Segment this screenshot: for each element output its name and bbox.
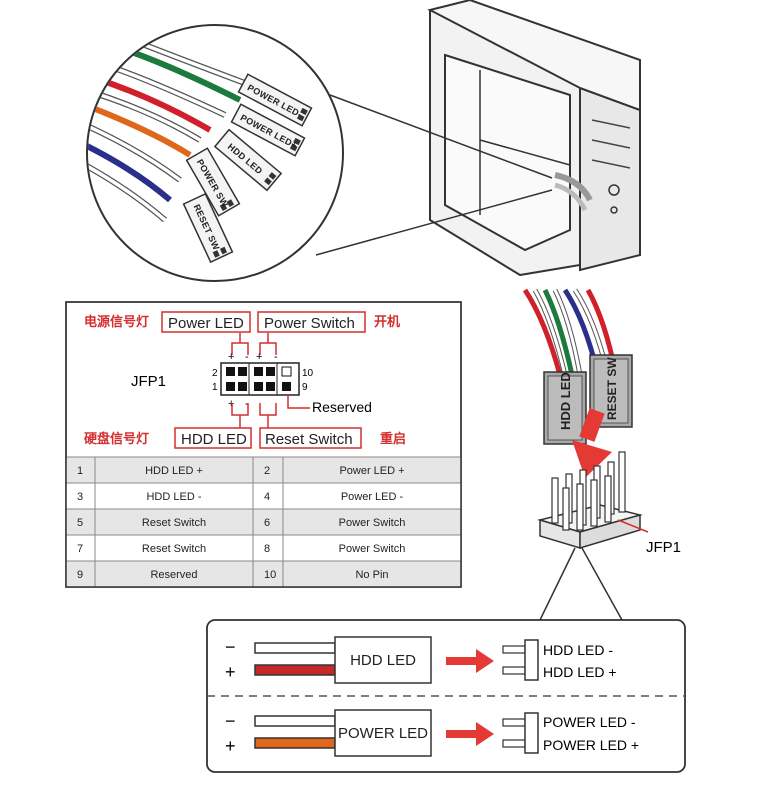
power-switch-cn-label: 开机 <box>374 314 400 330</box>
reserved-label: Reserved <box>312 399 372 415</box>
table-cell-pin: 3 <box>77 491 83 503</box>
power-switch-label: Power Switch <box>264 315 355 332</box>
connector-power-led-minus: POWER LED- <box>237 73 313 127</box>
hdd-led-cn-label: 硬盘信号灯 <box>84 431 149 447</box>
table-cell-pin: 8 <box>264 543 270 555</box>
table-cell-name: Power Switch <box>339 543 406 555</box>
hdd-minus-sign: − <box>225 637 236 657</box>
power-led-box <box>161 311 251 333</box>
power-led-label: Power LED <box>168 315 244 332</box>
table-cell-pin: 1 <box>77 465 83 477</box>
table-cell-name: Reset Switch <box>142 517 206 529</box>
table-cell-name: Reset Switch <box>142 543 206 555</box>
power-switch-box <box>257 311 366 333</box>
magnifier-callout-lines <box>315 94 553 256</box>
hdd-plus-wire <box>254 664 336 676</box>
hdd-block-label: HDD LED <box>350 652 416 669</box>
table-cell-pin: 6 <box>264 517 270 529</box>
pin-table: 1 HDD LED + 2 Power LED + 3 HDD LED - 4 … <box>65 301 462 588</box>
table-cell-name: HDD LED + <box>145 465 203 477</box>
table-cell-name: Power LED - <box>341 491 404 503</box>
power-minus-wire <box>254 715 336 727</box>
power-minus-sign: − <box>225 711 236 731</box>
reset-switch-box <box>259 427 362 449</box>
hdd-minus-label: HDD LED - <box>543 642 613 658</box>
pc-case-illustration <box>427 0 641 276</box>
pin1-plus-sign: + <box>228 398 234 410</box>
hdd-led-box <box>174 427 252 449</box>
jfp1-pinout-panel: 电源信号灯 Power LED Power Switch 开机 + - + - … <box>65 301 462 588</box>
power-led-cn-label: 电源信号灯 <box>84 314 149 330</box>
pin8-minus-sign: - <box>274 351 278 363</box>
plug-hdd-led-label: HDD LED <box>558 372 573 430</box>
hdd-led-block <box>334 636 432 684</box>
hdd-led-label: HDD LED <box>181 431 247 448</box>
power-plus-label: POWER LED + <box>543 737 639 753</box>
table-row <box>66 483 461 509</box>
led-polarity-detail: − + HDD LED HDD LED - HDD LED + − + POWE… <box>206 619 686 773</box>
table-cell-pin: 5 <box>77 517 83 529</box>
arrow-right-icon <box>446 649 494 673</box>
table-cell-name: Power Switch <box>339 517 406 529</box>
power-minus-label: POWER LED - <box>543 714 636 730</box>
table-row <box>66 457 461 483</box>
table-cell-pin: 10 <box>264 569 276 581</box>
table-row <box>66 535 461 561</box>
pin2-plus-sign: + <box>228 351 234 363</box>
power-block-label: POWER LED <box>338 725 428 742</box>
pin-grid <box>220 362 300 396</box>
pin-number-9: 9 <box>302 382 308 393</box>
plug-reset-sw-label: RESET SW <box>605 357 619 420</box>
pin4-minus-sign: - <box>245 351 249 363</box>
hdd-minus-wire <box>254 642 336 654</box>
power-plus-sign: + <box>225 736 236 756</box>
pin6-plus-sign: + <box>256 351 262 363</box>
reset-switch-label: Reset Switch <box>265 431 353 448</box>
power-plus-wire <box>254 737 336 749</box>
connector-name: JFP1 <box>131 373 166 390</box>
pin-number-1: 1 <box>212 382 218 393</box>
pin-number-10: 10 <box>302 368 314 379</box>
power-led-block <box>334 709 432 757</box>
cable-magnifier: POWER LED- POWER LED+ HDD LED POWER SW R… <box>86 24 344 282</box>
table-cell-name: Reserved <box>150 569 197 581</box>
insert-arrow-icon <box>572 408 612 478</box>
pin3-minus-sign: - <box>245 398 249 410</box>
table-cell-pin: 2 <box>264 465 270 477</box>
table-cell-pin: 9 <box>77 569 83 581</box>
hdd-plus-label: HDD LED + <box>543 664 617 680</box>
hdd-plus-sign: + <box>225 662 236 682</box>
table-cell-name: HDD LED - <box>146 491 201 503</box>
header-jfp1-label: JFP1 <box>646 539 681 556</box>
table-cell-pin: 4 <box>264 491 270 503</box>
reset-cn-label: 重启 <box>380 431 406 447</box>
table-cell-name: Power LED + <box>339 465 404 477</box>
table-row <box>66 509 461 535</box>
connector-plug-illustration: HDD LED RESET SW JFP1 <box>522 288 681 556</box>
arrow-right-icon <box>446 722 494 746</box>
table-row <box>66 561 461 587</box>
table-cell-pin: 7 <box>77 543 83 555</box>
table-cell-name: No Pin <box>355 569 388 581</box>
pin-number-2: 2 <box>212 368 218 379</box>
